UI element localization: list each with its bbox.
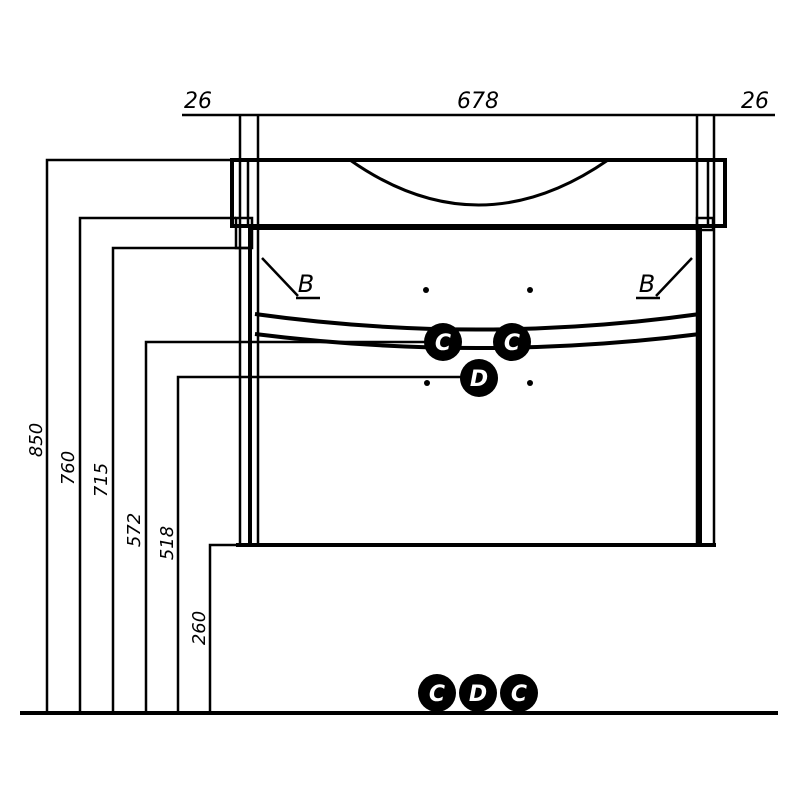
badge-c1: C xyxy=(424,323,462,361)
mount-dot xyxy=(423,287,429,293)
callout-b-right: B xyxy=(639,270,655,298)
mount-dot xyxy=(527,380,533,386)
dim-height-260: 260 xyxy=(189,611,210,645)
svg-text:C: C xyxy=(429,682,445,707)
siphon-curve-lower xyxy=(254,332,701,350)
callout-b-left-leader xyxy=(261,257,299,297)
dim-line-760 xyxy=(78,216,236,713)
svg-text:C: C xyxy=(511,682,527,707)
dim-line-518 xyxy=(176,375,462,713)
dim-height-850: 850 xyxy=(26,423,47,457)
badge-c-bottom-right: C xyxy=(500,674,538,712)
dim-height-760: 760 xyxy=(58,451,79,485)
siphon-curve-upper xyxy=(254,312,701,332)
dim-height-572: 572 xyxy=(124,513,145,547)
dim-top-left: 26 xyxy=(184,89,212,114)
washbasin-top xyxy=(230,158,727,228)
dim-height-715: 715 xyxy=(91,463,112,497)
svg-text:C: C xyxy=(504,331,520,356)
callout-b-right-leader xyxy=(655,257,693,297)
badge-c-bottom-left: C xyxy=(418,674,456,712)
dim-top-right: 26 xyxy=(741,89,769,114)
dim-line-715 xyxy=(111,246,250,713)
dim-line-850 xyxy=(45,158,232,713)
dim-height-518: 518 xyxy=(157,526,178,560)
badge-c2: C xyxy=(493,323,531,361)
svg-text:D: D xyxy=(470,367,488,392)
right-bracket xyxy=(695,216,715,232)
badge-d-upper: D xyxy=(460,359,498,397)
dim-line-572 xyxy=(144,340,440,713)
callout-b-left: B xyxy=(298,270,314,298)
badge-d-bottom: D xyxy=(459,674,497,712)
dim-top-center: 678 xyxy=(457,89,499,114)
mount-dot xyxy=(527,287,533,293)
dim-line-260 xyxy=(208,543,236,713)
svg-text:C: C xyxy=(435,331,451,356)
basin-bowl xyxy=(349,158,609,207)
mount-dot xyxy=(424,380,430,386)
svg-text:D: D xyxy=(469,682,487,707)
